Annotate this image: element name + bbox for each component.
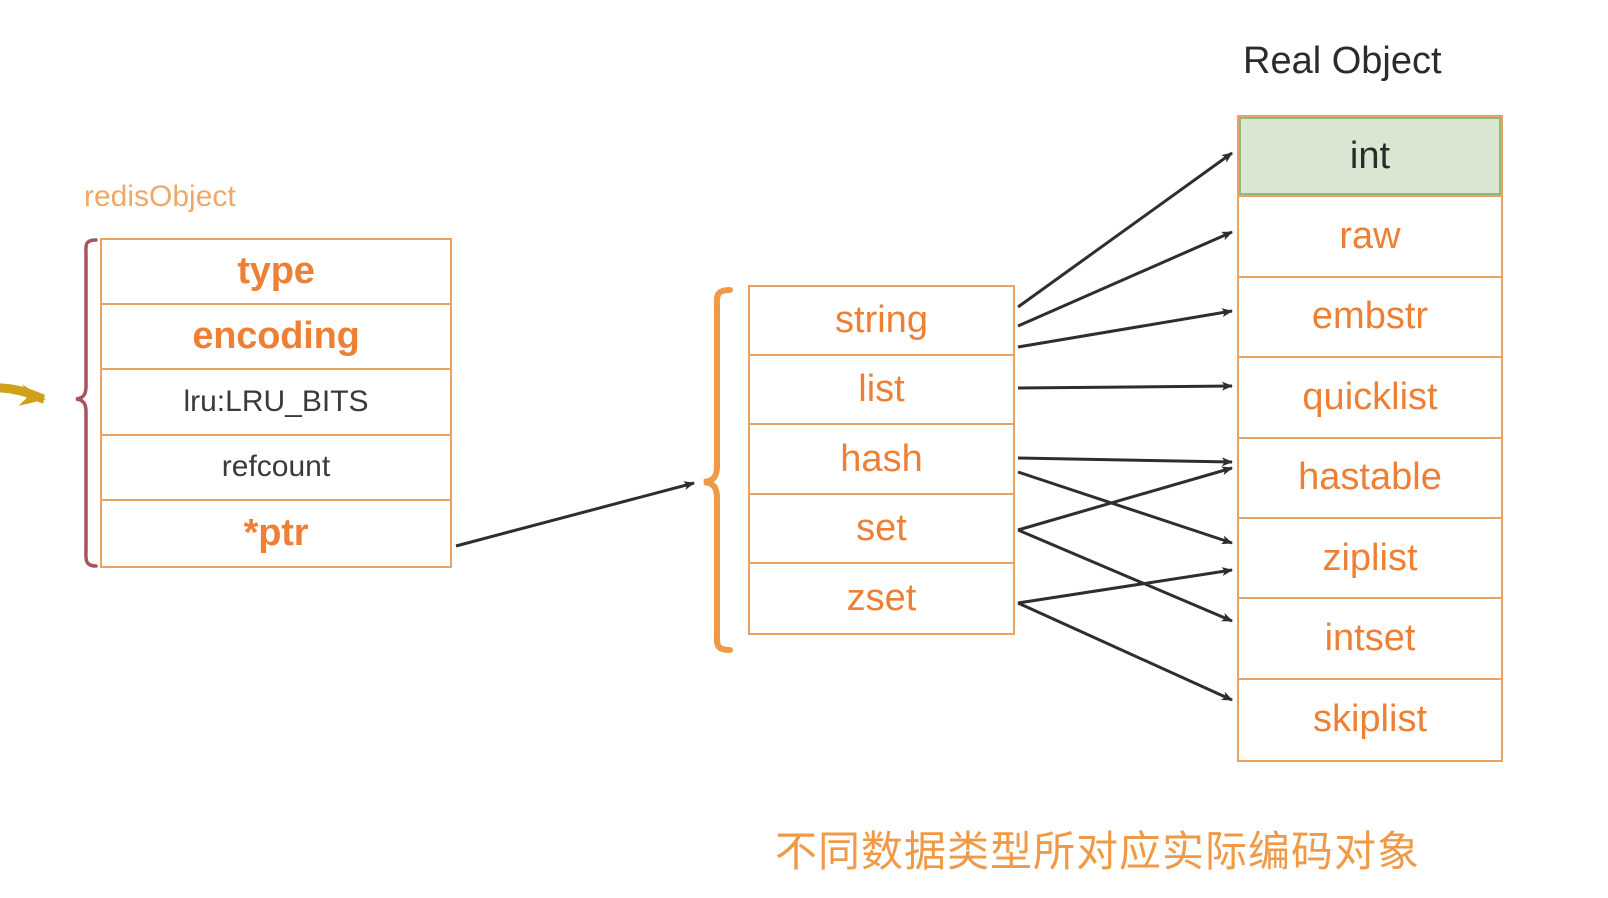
real-object-title: Real Object (1243, 40, 1442, 82)
edge-zset-to-skiplist (1017, 601, 1233, 702)
table-row-lru[interactable]: lru:LRU_BITS (102, 370, 450, 436)
table-row-intset[interactable]: intset (1239, 599, 1501, 680)
redis-object-brace (75, 238, 98, 568)
table-row-zset[interactable]: zset (750, 563, 1013, 633)
table-row-hastable[interactable]: hastable (1239, 438, 1501, 519)
diagram-caption: 不同数据类型所对应实际编码对象 (775, 827, 1421, 876)
data-type-table: string list hash set zset (748, 285, 1015, 635)
redis-object-label: redisObject (84, 180, 236, 213)
table-row-ziplist[interactable]: ziplist (1239, 518, 1501, 600)
type-label-hash: hash (840, 437, 923, 480)
edge-set-to-hastable (1017, 466, 1233, 532)
edge-string-to-int (1017, 151, 1233, 309)
edge-list-to-quicklist (1017, 381, 1233, 391)
table-row-refcount[interactable]: refcount (102, 435, 450, 501)
encoding-label-int: int (1349, 134, 1391, 177)
type-label-list: list (858, 368, 905, 411)
table-row-list[interactable]: list (750, 356, 1013, 426)
redis-object-table: type encoding lru:LRU_BITS refcount *ptr (100, 238, 452, 568)
field-label-lru: lru:LRU_BITS (183, 385, 369, 418)
table-row-type[interactable]: type (102, 240, 450, 306)
edge-ptr-to-types (455, 481, 695, 548)
table-row-skiplist[interactable]: skiplist (1239, 679, 1501, 760)
real-object-table: int raw embstr quicklist hastable ziplis… (1237, 115, 1503, 762)
type-label-set: set (856, 506, 907, 549)
edge-string-to-embstr (1017, 308, 1233, 349)
encoding-label-skiplist: skiplist (1312, 698, 1428, 741)
edge-hash-to-hastable (1017, 456, 1233, 467)
table-row-set[interactable]: set (750, 494, 1013, 564)
encoding-label-quicklist: quicklist (1302, 375, 1438, 418)
edge-set-to-intset (1017, 528, 1233, 623)
table-row-int[interactable]: int (1239, 117, 1501, 198)
encoding-label-raw: raw (1339, 215, 1401, 258)
field-label-refcount: refcount (221, 450, 331, 484)
field-label-encoding: encoding (192, 315, 360, 358)
type-label-string: string (835, 299, 928, 342)
table-row-embstr[interactable]: embstr (1239, 277, 1501, 359)
encoding-label-embstr: embstr (1311, 295, 1429, 338)
data-type-brace (703, 287, 733, 653)
table-row-raw[interactable]: raw (1239, 197, 1501, 278)
field-label-ptr: *ptr (243, 511, 309, 554)
edge-hash-to-ziplist (1017, 470, 1233, 545)
edge-string-to-raw (1017, 230, 1233, 328)
table-row-string[interactable]: string (750, 287, 1013, 357)
type-label-zset: zset (846, 576, 917, 619)
encoding-label-hastable: hastable (1298, 456, 1442, 499)
table-row-ptr[interactable]: *ptr (102, 500, 450, 566)
table-row-hash[interactable]: hash (750, 425, 1013, 495)
table-row-quicklist[interactable]: quicklist (1239, 358, 1501, 439)
field-label-type: type (237, 250, 315, 293)
edge-zset-to-ziplist (1017, 567, 1233, 605)
table-row-encoding[interactable]: encoding (102, 305, 450, 371)
incoming-gold-arrow (0, 383, 46, 406)
encoding-label-intset: intset (1324, 616, 1416, 659)
encoding-label-ziplist: ziplist (1322, 536, 1418, 579)
